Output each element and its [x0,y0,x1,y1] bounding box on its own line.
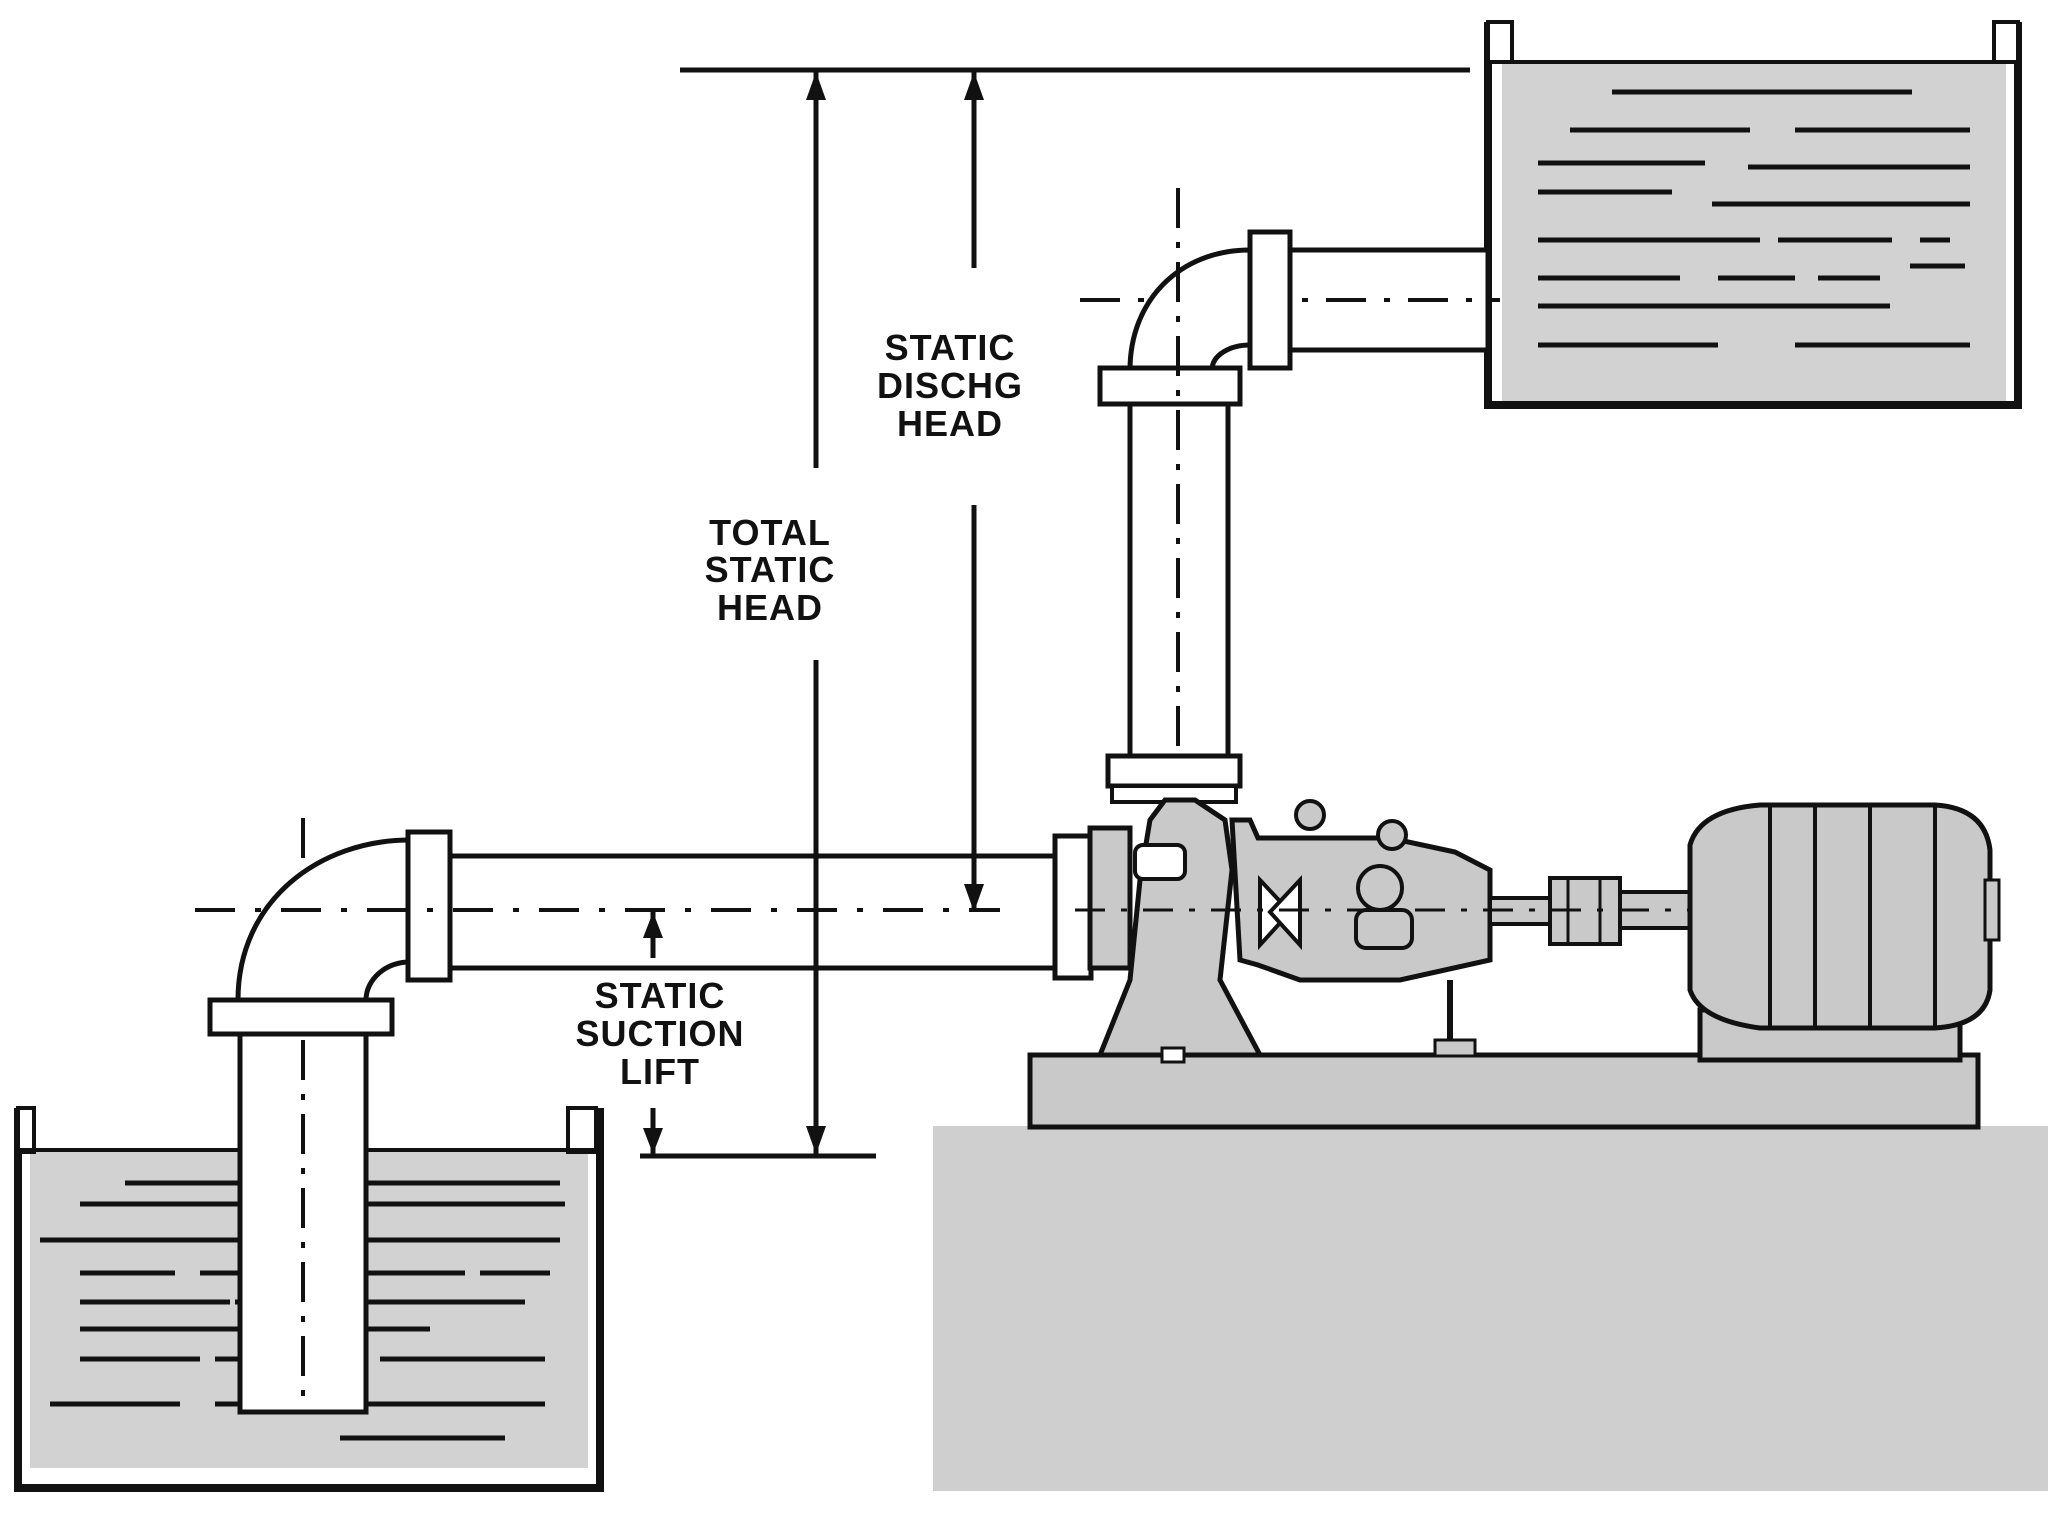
static-discharge-head-label: STATIC DISCHG HEAD [877,327,1023,444]
arrowhead [964,884,984,912]
arrowhead [643,1128,663,1154]
static-discharge-head-line-1: STATIC [885,327,1016,368]
total-static-head-label: TOTAL STATIC HEAD [705,512,836,628]
suction-elbow [235,829,453,1003]
static-suction-lift-line-2: SUCTION [576,1013,745,1054]
motor [1687,802,1993,1031]
discharge-pipe-horizontal [1080,229,1500,371]
dimension-arrowheads [643,72,984,1154]
static-discharge-head-line-2: DISCHG [877,365,1023,406]
pump-casing [1096,797,1265,1058]
discharge-elbow [1097,247,1253,407]
discharge-liquid-lines [1538,89,1970,348]
total-static-head-line-3: HEAD [717,587,823,628]
suction-pipe-horizontal [195,853,1065,971]
total-static-head-line-2: STATIC [705,549,836,590]
foundation-block [933,1126,2048,1491]
arrowhead [964,72,984,100]
pump-base-plate [1027,1052,1981,1130]
static-suction-lift-label: STATIC SUCTION LIFT [576,975,745,1092]
static-suction-lift-line-3: LIFT [620,1051,700,1092]
suction-pipe-vertical [207,818,395,1415]
static-suction-lift-line-1: STATIC [595,975,726,1016]
arrowhead [806,72,826,100]
pump-assembly [1027,797,2001,1130]
discharge-pipe-vertical [1105,188,1243,1125]
arrowhead [643,912,663,938]
total-static-head-line-1: TOTAL [709,512,831,553]
pump-suction-flange [1052,833,1094,981]
arrowhead [806,1126,826,1154]
static-discharge-head-line-3: HEAD [897,403,1003,444]
discharge-tank [1484,20,2022,409]
